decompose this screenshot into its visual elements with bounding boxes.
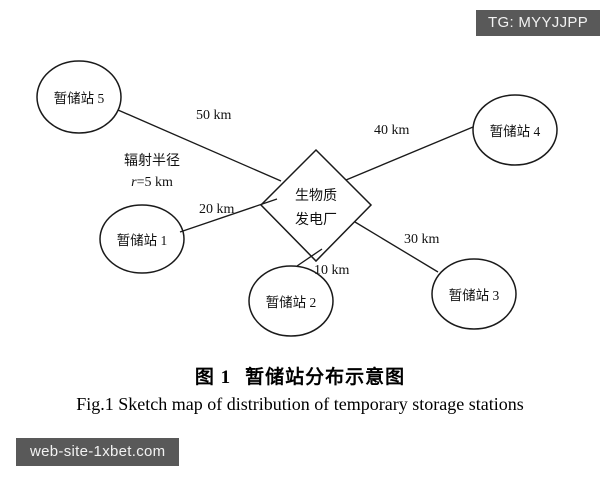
- radius-annotation-line1: 辐射半径: [124, 153, 180, 169]
- station-node-3[interactable]: 暂储站 3: [431, 258, 517, 330]
- station-5-circle-shape: [36, 60, 122, 134]
- station-4-circle-shape: [472, 94, 558, 166]
- distance-label-30km: 30 km: [404, 232, 440, 247]
- distance-label-10km: 10 km: [314, 263, 350, 278]
- station-3-circle-shape: [431, 258, 517, 330]
- telegram-watermark-badge: TG: MYYJJPP: [476, 10, 600, 36]
- distance-label-40km: 40 km: [374, 123, 410, 138]
- station-2-circle-shape: [248, 265, 334, 337]
- station-1-label: 暂储站 1: [117, 233, 168, 248]
- station-1-circle-shape: [99, 204, 185, 274]
- site-watermark-badge: web-site-1xbet.com: [16, 438, 180, 466]
- station-4-label: 暂储站 4: [490, 124, 541, 139]
- station-node-4[interactable]: 暂储站 4: [472, 94, 558, 166]
- station-2-label: 暂储站 2: [266, 295, 317, 310]
- distance-labels-group: 50 km 20 km 10 km 30 km 40 km: [196, 108, 440, 278]
- station-node-5[interactable]: 暂储站 5: [36, 60, 122, 134]
- plant-diamond-shape: [259, 148, 373, 263]
- plant-node[interactable]: 生物质 发电厂: [259, 148, 373, 263]
- figure-caption-english: Fig.1 Sketch map of distribution of temp…: [76, 394, 524, 414]
- edge-plant-station5: [117, 109, 282, 182]
- radius-annotation: 辐射半径 r=5 km: [124, 153, 180, 190]
- plant-label-line2: 发电厂: [295, 212, 337, 228]
- edge-plant-station4: [345, 126, 474, 181]
- edges-group: [117, 109, 474, 273]
- station-5-label: 暂储站 5: [54, 91, 105, 106]
- distance-label-20km: 20 km: [199, 202, 235, 217]
- station-node-2[interactable]: 暂储站 2: [248, 265, 334, 337]
- figure-number-cn: 图 1: [194, 367, 232, 388]
- station-3-label: 暂储站 3: [449, 288, 500, 303]
- station-node-1[interactable]: 暂储站 1: [99, 204, 185, 274]
- distance-label-50km: 50 km: [196, 108, 232, 123]
- plant-label-line1: 生物质: [295, 188, 337, 204]
- radius-value: =5 km: [137, 175, 173, 190]
- edge-plant-station3: [354, 221, 439, 273]
- radius-annotation-line2: r=5 km: [131, 175, 173, 190]
- edge-plant-station2: [296, 248, 323, 267]
- figure-title-cn: 暂储站分布示意图: [245, 367, 406, 388]
- figure-caption-chinese: 图 1 暂储站分布示意图: [0, 362, 600, 389]
- radius-variable-r: r: [131, 175, 137, 190]
